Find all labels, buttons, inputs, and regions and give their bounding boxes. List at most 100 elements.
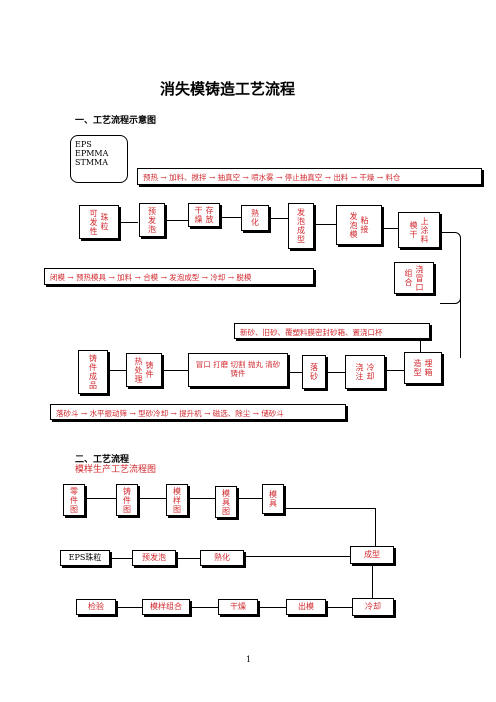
box-text: 模具图 — [221, 488, 231, 516]
connector — [245, 556, 350, 557]
process-box-dry: 干燥 存放 — [188, 203, 220, 227]
process-box-flask: 造型 埋箱 — [404, 352, 442, 384]
box-text: 铸件图 — [122, 486, 132, 514]
process-box-cure: 熟化 — [241, 205, 269, 231]
connector — [420, 339, 421, 352]
process-box-gate: 组合 浇冒口 — [394, 262, 434, 294]
mold-step: 脱模 — [236, 273, 252, 282]
box-text: 热处理 — [134, 356, 143, 384]
box-text: 可发性 — [89, 208, 98, 236]
box-text: 冒口 打磨 切割 抛丸 清砂 铸件 — [195, 360, 281, 378]
box-text: 组合 — [404, 269, 413, 287]
box-text: 存放 — [205, 206, 214, 224]
flow-box-part: 零件图 — [63, 484, 85, 516]
connector — [259, 607, 286, 608]
connector — [315, 224, 336, 225]
mold-row: 闭模 → 预热模具 → 加料 → 合模 → 发泡成型 → 冷却 → 脱模 — [44, 268, 314, 285]
process-box-beads: 可发性 珠粒 — [79, 205, 119, 239]
flow-box-die-drawing: 模具图 — [215, 486, 237, 518]
sand-step: 磁选、除尘 — [212, 409, 251, 418]
connector — [285, 508, 375, 509]
connector — [189, 498, 215, 499]
bracket — [440, 232, 461, 304]
process-box-glue: 发泡模 粘接 — [336, 205, 382, 245]
prep-row: 预热 → 加料、搅拌 → 抽真空 → 喷水雾 → 停止抽真空 → 出料 → 干燥… — [137, 168, 482, 185]
process-box-coat: 模干 上涂料 — [398, 212, 440, 248]
process-box-mold: 发泡成型 — [288, 203, 314, 249]
flow-box-dry: 干燥 — [218, 599, 258, 615]
process-box-clean: 冒口 打磨 切割 抛丸 清砂 铸件 — [188, 353, 288, 387]
process-box-shakeout: 落砂 — [302, 355, 326, 389]
box-text: 冷却 — [365, 602, 381, 612]
prep-step: 料仓 — [385, 173, 401, 182]
materials-callout: EPS EPMMA STMMA — [70, 135, 128, 183]
box-text: 模具 — [268, 490, 278, 508]
connector — [238, 498, 262, 499]
flow-box-demold: 出模 — [286, 599, 326, 615]
box-text: 发泡成型 — [296, 208, 306, 244]
connector — [375, 508, 376, 546]
connector — [327, 607, 352, 608]
material-item: EPS — [75, 140, 92, 149]
sand-row: 落砂斗 → 水平振动筛 → 型砂冷却 → 提升机 → 磁选、除尘 → 储砂斗 — [50, 404, 346, 420]
box-text: 干燥 — [230, 602, 246, 612]
connector — [460, 266, 461, 358]
box-text: 铸件成品 — [88, 354, 98, 390]
flow-box-assembly: 模样组合 — [142, 599, 190, 615]
page-number: 1 — [246, 655, 252, 664]
box-text: 成型 — [364, 550, 380, 560]
prep-step: 预热 — [143, 173, 158, 182]
connector — [383, 228, 398, 229]
box-text: 落砂 — [309, 363, 319, 381]
connector — [109, 370, 126, 371]
box-text: 检验 — [88, 602, 104, 612]
connector — [177, 558, 200, 559]
sand-step: 型砂冷却 — [138, 409, 169, 418]
box-text: 冷却 — [366, 363, 375, 381]
recycle-text: 新砂、旧砂、覆塑料膜密封砂箱、置浇口杯 — [240, 328, 383, 337]
prep-step: 加料、搅拌 — [169, 173, 207, 182]
box-text: 浇冒口 — [415, 264, 424, 292]
box-text: 出模 — [298, 602, 314, 612]
page-title: 消失模铸造工艺流程 — [160, 80, 296, 98]
box-text: 熟化 — [214, 553, 230, 563]
process-box-pour: 浇注 冷却 — [345, 355, 385, 389]
connector — [270, 218, 288, 219]
connector — [139, 498, 166, 499]
box-text: 珠粒 — [100, 213, 109, 231]
flow-box-pattern: 模样图 — [166, 484, 188, 516]
mold-step: 预热模具 — [76, 273, 107, 282]
sand-step: 水平振动筛 — [89, 409, 128, 418]
box-text: 模样图 — [172, 486, 182, 514]
section-heading-2: 二、工艺流程 — [75, 455, 130, 465]
material-item: STMMA — [75, 158, 108, 168]
mold-step: 闭模 — [50, 273, 65, 282]
connector — [117, 607, 142, 608]
prep-step: 出料 — [333, 173, 349, 182]
box-text: 浇注 — [355, 363, 364, 381]
mold-step: 发泡成型 — [169, 273, 200, 282]
box-text: 零件图 — [69, 486, 79, 514]
connector — [163, 370, 188, 371]
connector — [327, 372, 345, 373]
mold-step: 冷却 — [210, 273, 226, 282]
prep-step: 喷水雾 — [251, 173, 274, 182]
connector — [120, 222, 138, 223]
connector — [289, 372, 302, 373]
connector — [221, 217, 241, 218]
flow-box-inspect: 检验 — [76, 599, 116, 615]
connector — [86, 498, 116, 499]
mold-step: 加料 — [117, 273, 133, 282]
box-text: 预发泡 — [142, 553, 166, 563]
connector — [386, 370, 404, 371]
prep-step: 停止抽真空 — [284, 173, 323, 182]
flow-box-cooling: 冷却 — [352, 598, 394, 616]
box-text: EPS珠粒 — [68, 553, 102, 563]
connector — [191, 607, 218, 608]
box-text: 干燥 — [194, 206, 203, 224]
flow-box-cure: 熟化 — [200, 550, 244, 566]
box-text: 熟化 — [250, 209, 260, 227]
mold-step: 合模 — [143, 273, 159, 282]
sand-step: 提升机 — [179, 409, 202, 418]
flow-box-prefoam: 预发泡 — [132, 550, 176, 566]
